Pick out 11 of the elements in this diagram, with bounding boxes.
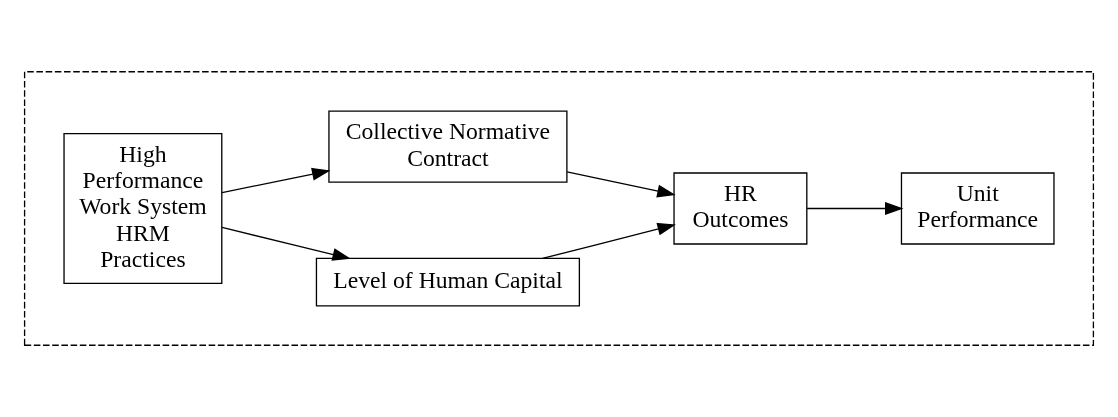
node-box: Level of Human Capital bbox=[315, 257, 581, 307]
node-box: HR Outcomes bbox=[673, 172, 808, 245]
node-box: High Performance Work System HRM Practices bbox=[63, 132, 223, 285]
arrow bbox=[806, 202, 904, 215]
node-box: Collective Normative Contract bbox=[328, 110, 568, 183]
arrow bbox=[541, 222, 676, 260]
arrow bbox=[566, 171, 676, 198]
arrow bbox=[221, 167, 331, 194]
node-box: Unit Performance bbox=[900, 172, 1055, 245]
cluster bbox=[23, 71, 1095, 346]
arrow bbox=[221, 226, 351, 261]
